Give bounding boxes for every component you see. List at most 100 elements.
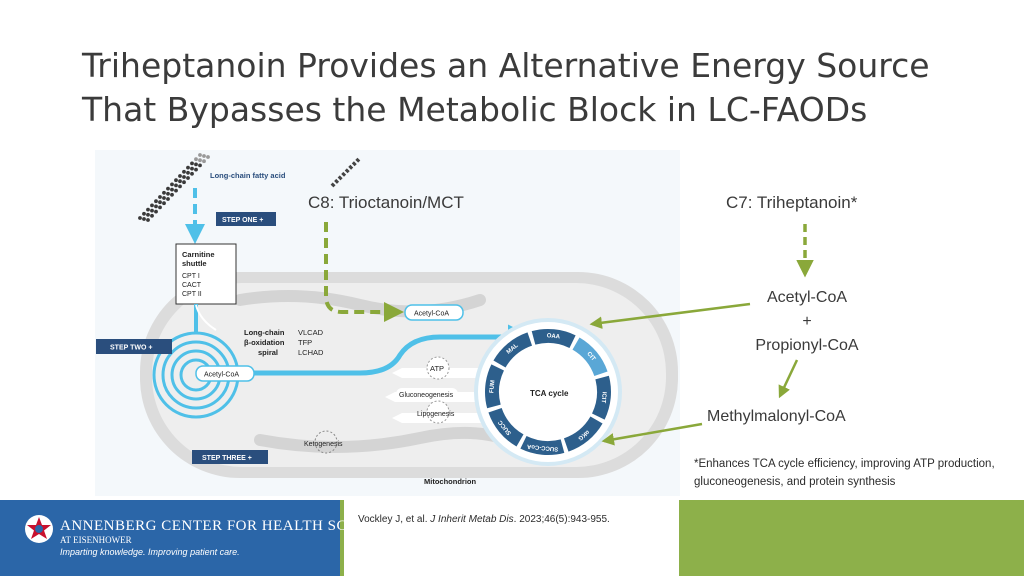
fatty-acid-dot <box>182 169 186 174</box>
fatty-acid-dot <box>162 196 166 200</box>
fatty-acid-dot <box>190 171 194 176</box>
fatty-acid-dot <box>170 192 174 197</box>
tca-segment <box>493 332 533 368</box>
mitochondrion-label: Mitochondrion <box>424 477 476 486</box>
methylmalonyl-coa-label: Methylmalonyl-CoA <box>707 408 846 425</box>
carnitine-item: CPT II <box>182 291 202 298</box>
fatty-acid-dot <box>194 157 198 162</box>
propionyl-coa-label: Propionyl-CoA <box>755 337 859 354</box>
c8-dashed-arrow <box>324 222 404 322</box>
citation-box: Vockley J, et al. J Inherit Metab Dis. 2… <box>344 500 679 576</box>
fatty-acid-dot <box>142 211 146 216</box>
fatty-acid-dot <box>166 191 170 196</box>
step-two-label: STEP TWO + <box>110 345 152 352</box>
step-one-box <box>216 212 276 226</box>
fatty-acid-dot <box>174 183 178 188</box>
fatty-acid-dot <box>194 162 198 167</box>
gluconeogenesis-label: Gluconeogenesis <box>399 392 454 399</box>
step-three-box <box>192 450 268 464</box>
star-logo-icon <box>25 515 53 543</box>
fatty-acid-dot <box>186 176 190 180</box>
org-logo-block: ANNENBERG CENTER FOR HEALTH SCIENCES AT … <box>0 500 402 576</box>
fatty-acid-dot <box>158 200 162 205</box>
tca-segment <box>563 416 603 452</box>
enzyme-label: VLCAD <box>298 328 324 337</box>
fatty-acid-dot <box>198 163 202 168</box>
beta-oxidation-label: β-oxidation <box>244 338 285 347</box>
step-three-label: STEP THREE + <box>202 455 252 462</box>
fatty-acid-dot <box>162 201 166 206</box>
fatty-acid-dot <box>170 187 174 192</box>
org-tagline: Imparting knowledge. Improving patient c… <box>60 547 240 557</box>
c8-trioctanoin-label: C8: Trioctanoin/MCT <box>308 193 464 212</box>
citation-journal: J Inherit Metab Dis <box>430 514 514 525</box>
fatty-acid-dot <box>154 199 158 204</box>
acetyl-coa-to-tca-arrow <box>254 324 533 376</box>
acetyl-coa-top-label: Acetyl-CoA <box>414 311 449 318</box>
fatty-acid-dot <box>146 218 150 222</box>
tca-segment <box>485 364 504 409</box>
fatty-acid-dot <box>194 167 198 172</box>
citation: Vockley J, et al. J Inherit Metab Dis. 2… <box>358 514 610 525</box>
lipogenesis-label: Lipogenesis <box>417 411 455 418</box>
enzyme-label: TFP <box>298 338 312 347</box>
citation-suffix: . 2023;46(5):943-955. <box>513 514 610 525</box>
lipogenesis-burst-icon <box>426 400 450 424</box>
fatty-acid-dot <box>138 216 142 220</box>
fatty-acid-dot <box>158 205 162 210</box>
step-one-label: STEP ONE + <box>222 217 263 224</box>
fatty-acid-dot <box>158 195 162 199</box>
gluconeogenesis-pill <box>396 388 458 401</box>
fatty-acid-dot <box>182 180 186 185</box>
slide-title: Triheptanoin Provides an Alternative Ene… <box>82 44 982 132</box>
ketogenesis-label: Ketogenesis <box>304 441 343 448</box>
fatty-acid-dot <box>170 182 174 187</box>
tca-segment <box>488 407 524 447</box>
fatty-acid-dot <box>154 209 158 214</box>
fatty-acid-dot <box>190 161 194 166</box>
tca-segment <box>572 337 608 377</box>
fatty-acid-dot <box>166 186 170 191</box>
fatty-acid-dot <box>198 158 202 163</box>
fatty-acid-dot <box>150 213 154 218</box>
atp-burst-icon <box>426 356 450 380</box>
acetyl-coa-top-pill <box>404 304 464 321</box>
fatty-acid-dot <box>198 153 202 157</box>
slide-title-line-2: That Bypasses the Metabolic Block in LC-… <box>82 90 868 129</box>
fatty-acid-dot <box>182 175 186 179</box>
enzyme-label: LCHAD <box>298 348 324 357</box>
tca-segment-label: SUCC-CoA <box>526 443 558 452</box>
fatty-acid-dot <box>202 154 206 158</box>
carnitine-shuttle-title: Carnitine <box>182 250 215 259</box>
fatty-acid-dot <box>154 204 158 209</box>
beta-oxidation-label: Long-chain <box>244 328 285 337</box>
tca-segment-label: CIT <box>585 351 596 363</box>
fatty-acid-dot <box>162 190 166 195</box>
fatty-acid-dot <box>186 165 190 170</box>
tca-segment <box>531 329 576 348</box>
step-two-box <box>96 339 172 354</box>
fatty-acid-dot <box>186 170 190 175</box>
acetyl-propionyl-label: Acetyl-CoA + Propionyl-CoA <box>752 286 862 358</box>
carnitine-item: CPT I <box>182 273 200 280</box>
fatty-acid-dot <box>146 207 150 212</box>
footnote: *Enhances TCA cycle efficiency, improvin… <box>694 458 995 488</box>
beta-oxidation-label: spiral <box>258 348 278 357</box>
fatty-acid-dot <box>146 212 150 217</box>
c7-triheptanoin-label: C7: Triheptanoin* <box>726 193 858 212</box>
footer-bar: ANNENBERG CENTER FOR HEALTH SCIENCES AT … <box>0 500 1024 576</box>
fatty-acid-dot <box>178 184 182 189</box>
carnitine-item: CACT <box>182 282 202 289</box>
fatty-acid-dot <box>174 178 178 183</box>
fatty-acid-dot <box>178 179 182 184</box>
carnitine-shuttle-title: shuttle <box>182 259 207 268</box>
propionyl-to-methylmalonyl-arrow <box>778 359 799 399</box>
fatty-acid-dot <box>202 159 206 164</box>
fatty-acid-dot <box>150 203 154 208</box>
plus-label: + <box>802 313 812 330</box>
tca-segment <box>520 436 565 455</box>
acetyl-coa-label: Acetyl-CoA <box>766 289 848 306</box>
methylmalonyl-to-succ-coa-arrow <box>601 422 703 446</box>
fatty-acid-dot <box>178 174 182 178</box>
